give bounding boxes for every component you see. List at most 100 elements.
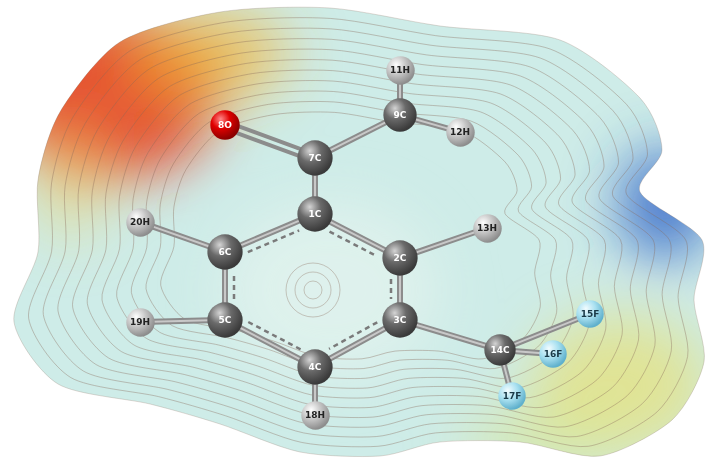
atom-node: 5C — [207, 302, 243, 338]
atom-label: 15F — [581, 310, 600, 319]
bond-line — [513, 351, 542, 353]
atom-node: 4C — [297, 349, 333, 385]
atom-sphere-fill — [207, 234, 242, 269]
bond-highlight — [503, 363, 509, 386]
bond — [315, 382, 316, 404]
bond — [239, 220, 301, 252]
atom-sphere-fill — [386, 56, 414, 84]
potential-region — [130, 10, 290, 100]
contour-line — [73, 49, 639, 417]
bond — [328, 322, 387, 359]
bond-line — [151, 320, 210, 321]
atom-sphere-fill — [383, 98, 416, 131]
atom-sphere-fill — [446, 118, 474, 146]
contour-line — [58, 39, 655, 428]
atom-sphere-fill — [382, 240, 417, 275]
potential-region — [620, 150, 710, 260]
bond-line — [414, 324, 487, 346]
contour-line — [295, 272, 331, 308]
contour-line — [87, 60, 622, 408]
potential-region — [30, 120, 110, 240]
bond-highlight — [314, 382, 316, 404]
bond — [151, 226, 211, 247]
bond — [413, 119, 448, 129]
atom-node: 19H — [126, 308, 155, 337]
atom-label: 4C — [309, 363, 322, 372]
atom-node: 16F — [539, 340, 567, 368]
atom-label: 17F — [503, 392, 522, 401]
bond — [315, 173, 316, 199]
bond-highlight — [513, 351, 542, 353]
atom-sphere-fill — [297, 140, 332, 175]
contour-line — [14, 7, 705, 456]
atom-node: 17F — [498, 382, 526, 410]
contour-line — [146, 101, 557, 368]
bond — [400, 82, 401, 102]
bond-line — [397, 82, 403, 102]
bond — [235, 126, 302, 156]
bond-highlight — [328, 121, 387, 151]
atom-node: 1C — [297, 196, 333, 232]
aromatic-dash — [233, 273, 236, 299]
bond — [225, 267, 234, 305]
atom-label: 5C — [219, 316, 232, 325]
bond-highlight — [413, 119, 448, 129]
contour-line — [131, 91, 573, 379]
aromatic-dash — [390, 279, 393, 299]
atom-sphere-fill — [207, 302, 242, 337]
contour-line — [102, 70, 606, 398]
bond-line — [397, 273, 403, 305]
atom-label: 19H — [130, 318, 150, 327]
atom-label: 13H — [477, 224, 497, 233]
atom-node: 8O — [210, 110, 240, 140]
contour-line — [161, 112, 541, 359]
atom-label: 3C — [394, 316, 407, 325]
bond-line — [222, 267, 228, 305]
contour-line — [304, 281, 322, 299]
bond-highlight — [414, 232, 476, 253]
bond — [512, 318, 580, 345]
atom-sphere-fill — [210, 110, 239, 139]
aromatic-dash — [248, 322, 301, 350]
bond — [328, 121, 387, 151]
atom-label: 8O — [218, 121, 232, 130]
atom-node: 20H — [126, 208, 155, 237]
bond-line — [512, 318, 580, 345]
bond-line — [503, 363, 509, 386]
atom-node: 6C — [207, 234, 243, 270]
bond — [391, 273, 400, 305]
bond — [513, 351, 542, 353]
atom-label: 1C — [309, 210, 322, 219]
atom-sphere-fill — [473, 214, 501, 242]
atom-sphere-fill — [126, 208, 154, 236]
atom-sphere-fill — [297, 196, 332, 231]
atom-sphere-fill — [539, 340, 566, 367]
atom-node: 13H — [473, 214, 502, 243]
bond-highlight — [414, 324, 487, 346]
contour-line — [28, 18, 688, 447]
bond-line — [312, 382, 318, 404]
potential-region — [220, 200, 440, 380]
bond — [414, 324, 487, 346]
bond — [414, 232, 476, 253]
aromatic-dash — [329, 322, 377, 349]
contour-line — [286, 263, 340, 317]
bond — [503, 363, 509, 386]
atom-sphere-fill — [498, 382, 525, 409]
contour-line — [117, 81, 590, 389]
atom-node: 3C — [382, 302, 418, 338]
bond-highlight — [399, 273, 401, 305]
bond-highlight — [224, 267, 226, 305]
bond-line — [312, 173, 318, 199]
atom-node: 9C — [383, 98, 417, 132]
aromatic-dash — [248, 230, 299, 252]
bond-highlight — [512, 318, 580, 345]
aromatic-dash — [330, 232, 378, 257]
bond — [328, 221, 386, 256]
atom-label: 7C — [309, 154, 322, 163]
atom-node: 14C — [484, 334, 516, 366]
atom-sphere-fill — [297, 349, 332, 384]
atom-node: 12H — [446, 118, 475, 147]
